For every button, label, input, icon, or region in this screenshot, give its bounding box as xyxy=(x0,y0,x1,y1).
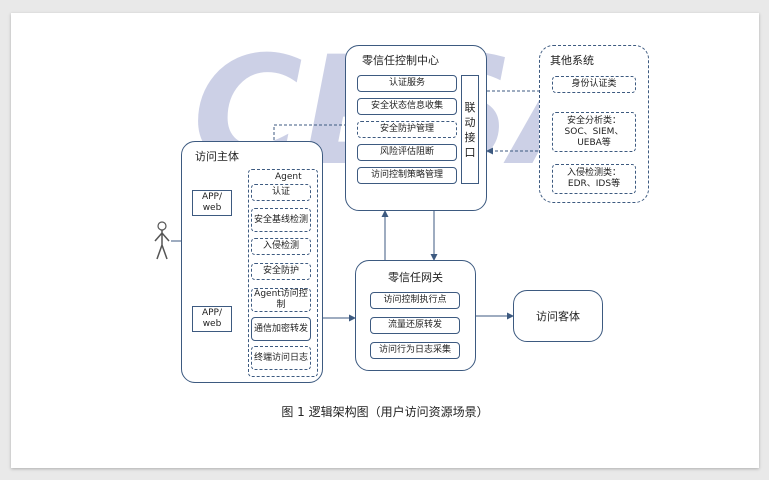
document-page: CESA 零信任控制中心 认证服务 安全状态信 xyxy=(11,13,759,468)
linkage-char-1: 联 xyxy=(464,100,476,114)
os-item-2: 安全分析类：SOC、SIEM、UEBA等 xyxy=(552,112,636,152)
cc-item-3: 安全防护管理 xyxy=(357,121,457,138)
zero-trust-gateway: 零信任网关 访问控制执行点 流量还原转发 访问行为日志采集 xyxy=(355,260,476,371)
figure-caption: 图 1 逻辑架构图（用户访问资源场景） xyxy=(281,405,489,419)
other-systems: 其他系统 身份认证类 安全分析类：SOC、SIEM、UEBA等 入侵检测类：ED… xyxy=(539,45,649,203)
agent-item-4: 安全防护 xyxy=(251,263,311,280)
zero-trust-control-center: 零信任控制中心 认证服务 安全状态信息收集 安全防护管理 风险评估阻断 访问控制… xyxy=(345,45,487,211)
app-web-2: APP/ web xyxy=(192,306,232,332)
cc-item-4: 风险评估阻断 xyxy=(357,144,457,161)
cc-item-1: 认证服务 xyxy=(357,75,457,92)
agent-title: Agent xyxy=(275,172,302,182)
gw-item-3: 访问行为日志采集 xyxy=(370,342,460,359)
linkage-char-4: 口 xyxy=(464,145,476,159)
gw-item-2: 流量还原转发 xyxy=(370,317,460,334)
agent-item-5: Agent访问控制 xyxy=(251,288,311,312)
cc-item-2: 安全状态信息收集 xyxy=(357,98,457,115)
agent-item-6: 通信加密转发 xyxy=(251,317,311,341)
os-item-1: 身份认证类 xyxy=(552,76,636,93)
agent-item-1: 认证 xyxy=(251,184,311,201)
other-systems-title: 其他系统 xyxy=(550,54,594,67)
control-center-title: 零信任控制中心 xyxy=(362,54,439,67)
app-web-1: APP/ web xyxy=(192,190,232,216)
agent-item-3: 入侵检测 xyxy=(251,238,311,255)
agent-item-7: 终端访问日志 xyxy=(251,346,311,370)
access-subject-title: 访问主体 xyxy=(195,150,239,163)
agent-item-2: 安全基线检测 xyxy=(251,208,311,232)
cc-item-5: 访问控制策略管理 xyxy=(357,167,457,184)
linkage-char-3: 接 xyxy=(464,130,476,144)
linkage-char-2: 动 xyxy=(464,115,476,129)
linkage-interface: 联 动 接 口 xyxy=(461,75,479,184)
access-object: 访问客体 xyxy=(513,290,603,342)
gw-item-1: 访问控制执行点 xyxy=(370,292,460,309)
gateway-title: 零信任网关 xyxy=(388,271,443,284)
user-person-icon xyxy=(154,221,170,260)
os-item-3: 入侵检测类：EDR、IDS等 xyxy=(552,164,636,194)
